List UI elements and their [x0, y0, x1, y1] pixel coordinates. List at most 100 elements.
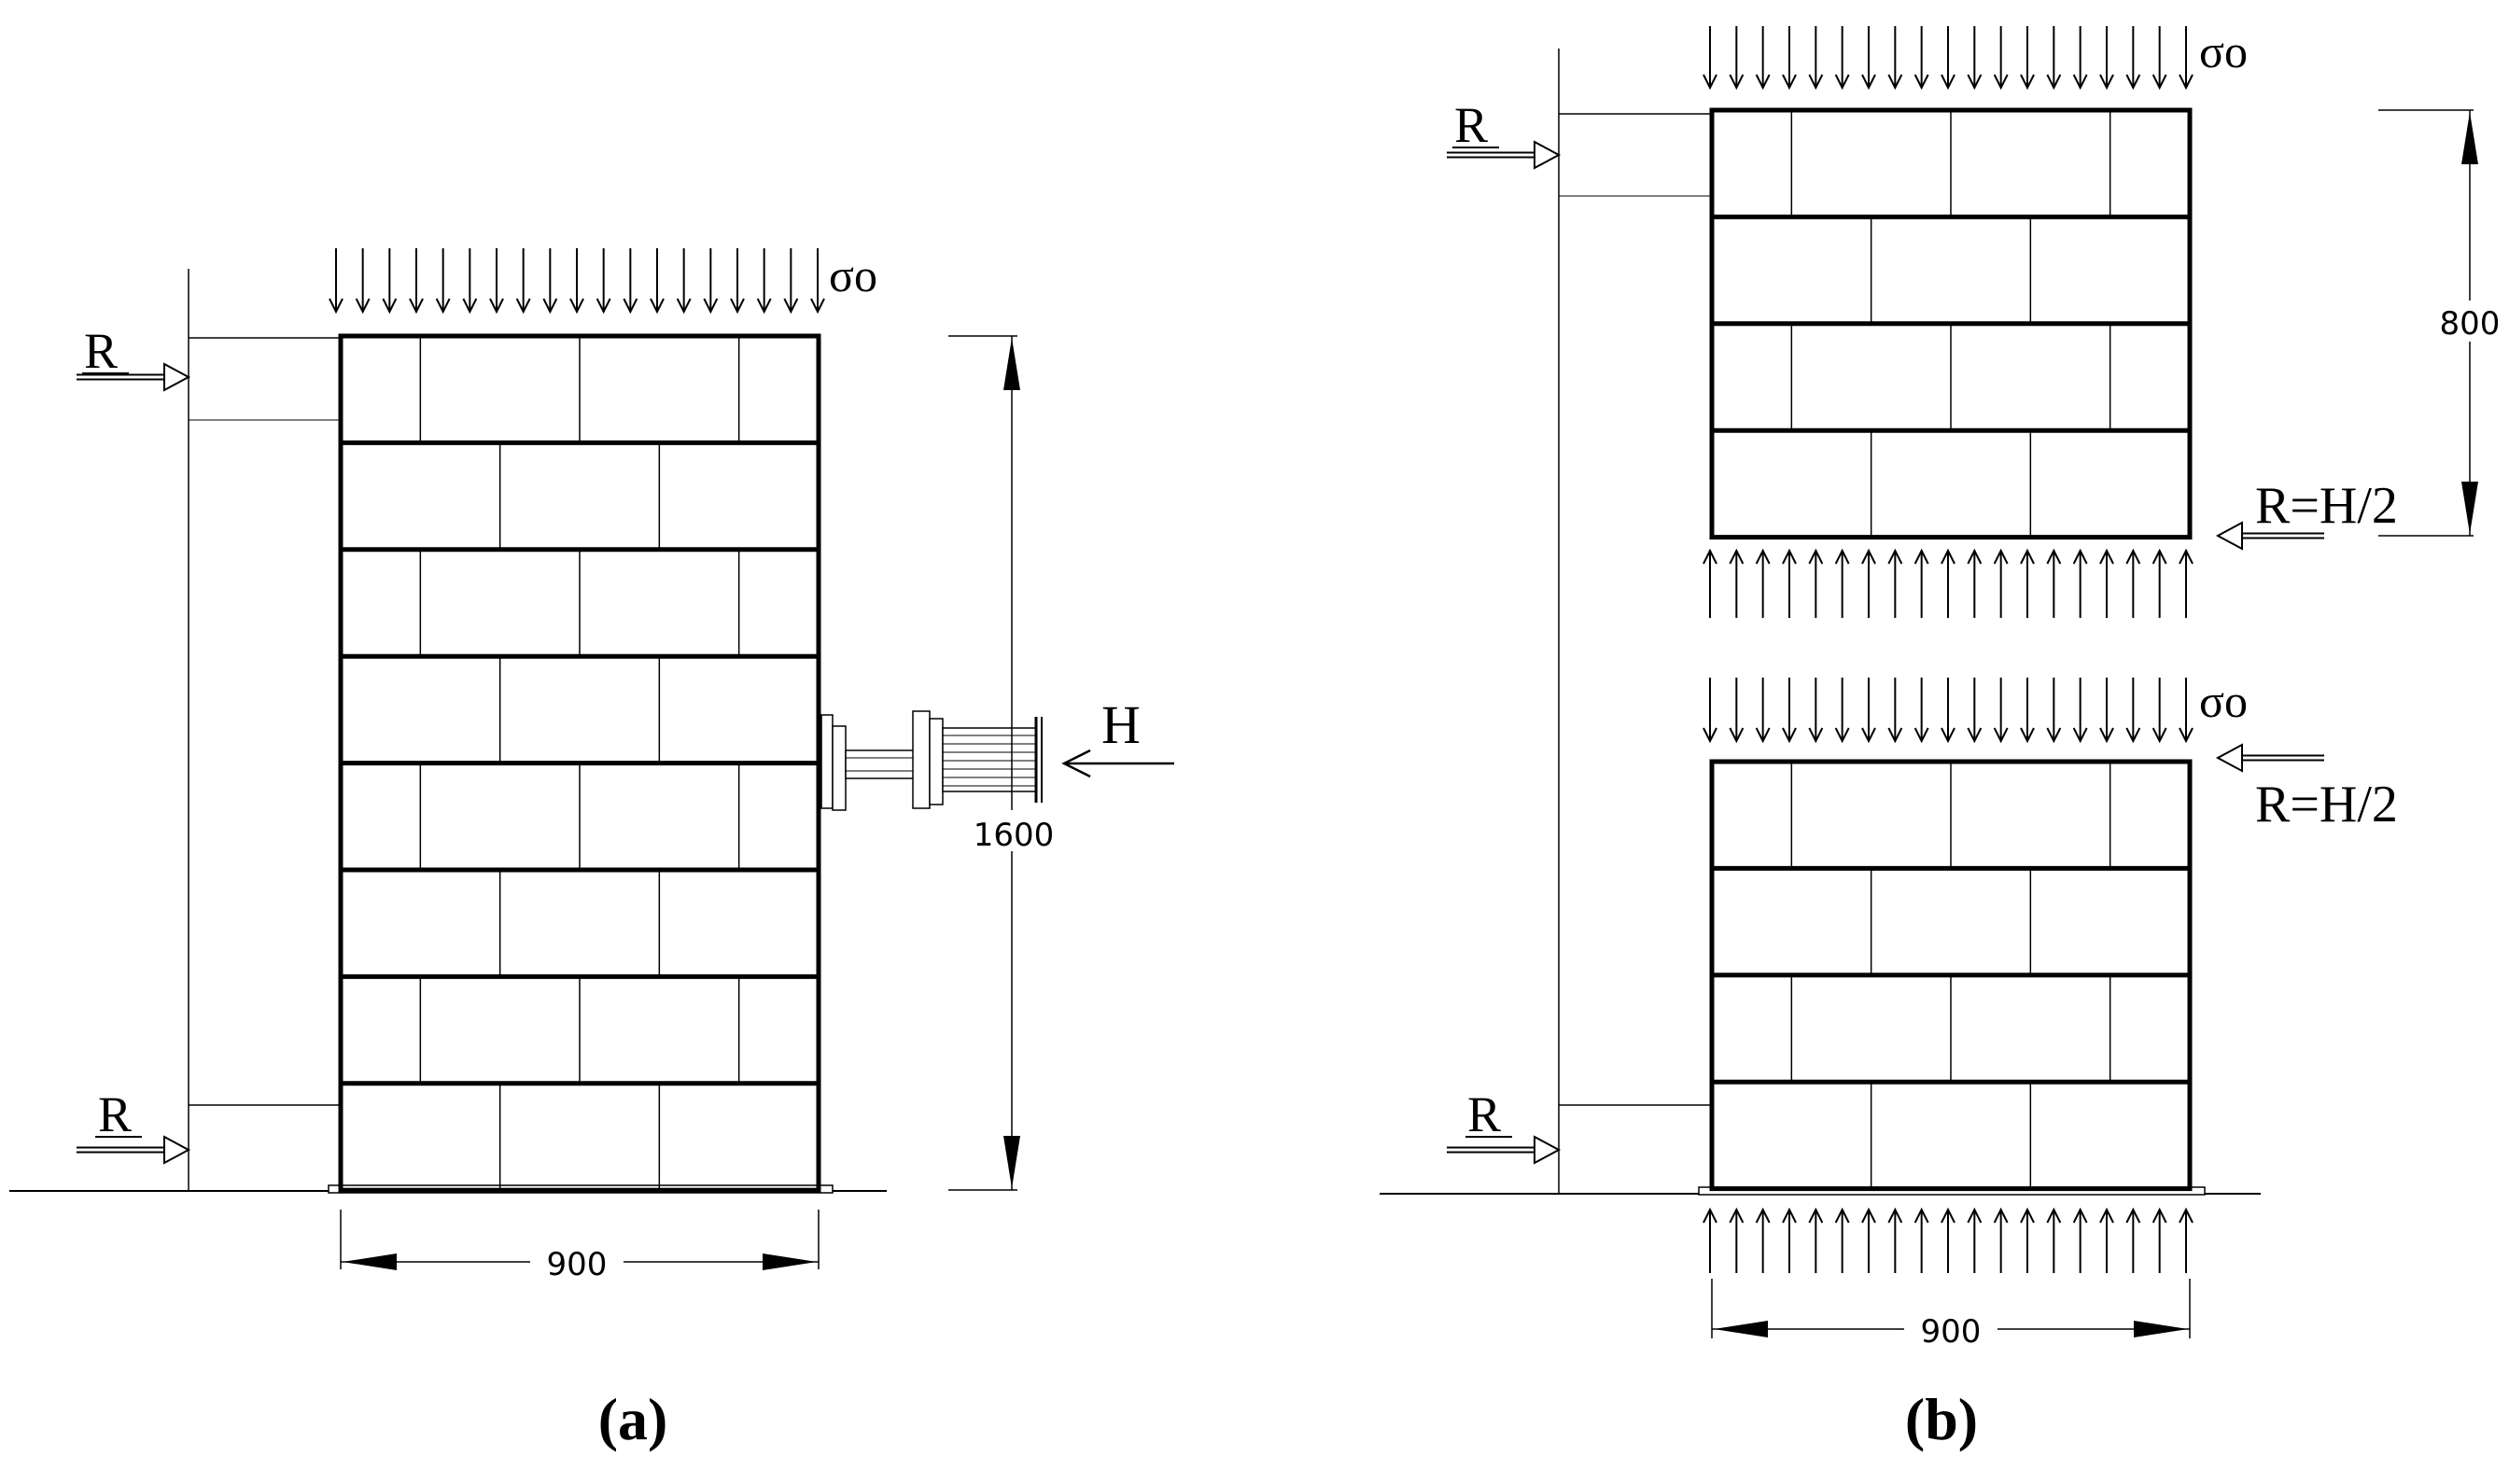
load-arrowhead [515, 298, 531, 315]
load-arrow [1061, 749, 1174, 778]
load-arrowhead [1808, 548, 1824, 565]
load-arrowhead [1941, 548, 1955, 565]
load-arrowhead [2046, 74, 2062, 91]
reaction-label-upper: R [1454, 97, 1488, 153]
load-arrowhead [2179, 74, 2194, 91]
load-arrowhead [1967, 548, 1983, 565]
reaction-arrow-upper [1447, 140, 1562, 170]
load-arrowhead [1834, 1207, 1850, 1224]
load-arrowhead [1703, 727, 1717, 744]
load-arrowhead [2152, 74, 2167, 91]
load-arrowhead [2020, 548, 2035, 565]
masonry-wall-b-upper [1709, 107, 2193, 540]
load-arrowhead [355, 298, 371, 315]
masonry-wall-b-lower [1709, 759, 2193, 1192]
load-arrowhead [810, 298, 825, 315]
load-arrowhead [1755, 727, 1771, 744]
load-arrowhead [2152, 1207, 2167, 1224]
load-arrowhead [623, 298, 638, 315]
reaction-label-top: R [84, 323, 118, 379]
distributed-load-arrows [329, 248, 825, 315]
load-arrowhead [1913, 548, 1929, 565]
load-arrowhead [1729, 74, 1745, 91]
load-arrowhead [2046, 727, 2062, 744]
stress-label: σo [829, 249, 877, 301]
load-arrowhead [2125, 727, 2141, 744]
load-arrowhead [1967, 727, 1983, 744]
load-arrowhead [2046, 1207, 2062, 1224]
load-arrowhead [1941, 1207, 1955, 1224]
load-arrowhead [703, 298, 719, 315]
load-label: H [1101, 694, 1141, 755]
height-dimension-label: 1600 [974, 817, 1055, 854]
load-arrowhead [1834, 727, 1850, 744]
load-arrowhead [1808, 727, 1824, 744]
load-arrowhead [1834, 548, 1850, 565]
load-arrowhead [1967, 1207, 1983, 1224]
load-arrowhead [1887, 74, 1903, 91]
dim-label-bg [967, 810, 1060, 851]
load-arrowhead [1703, 1207, 1717, 1224]
load-arrowhead [462, 298, 478, 315]
wall-outline [1709, 107, 2193, 540]
load-arrowhead [2099, 548, 2114, 565]
reaction-label-lower: R [1467, 1086, 1501, 1142]
load-arrowhead [1782, 1207, 1797, 1224]
load-arrowhead [2072, 727, 2088, 744]
hydraulic-actuator [820, 710, 1043, 811]
distributed-load-arrows [1703, 1207, 2194, 1273]
load-arrowhead [1887, 1207, 1903, 1224]
reaction-label-bottom: R [98, 1086, 132, 1142]
load-arrowhead [1861, 74, 1876, 91]
load-arrowhead [2072, 74, 2088, 91]
reaction-arrow-top [77, 362, 191, 392]
load-arrowhead [1941, 727, 1955, 744]
load-arrowhead [1808, 74, 1824, 91]
load-arrowhead [2072, 1207, 2088, 1224]
load-arrowhead [1755, 548, 1771, 565]
reaction-arrow-bottom [77, 1135, 191, 1165]
load-arrowhead [2179, 548, 2194, 565]
load-arrowhead [1782, 548, 1797, 565]
load-arrowhead [1834, 74, 1850, 91]
width-dimension-label: 900 [1921, 1313, 1982, 1351]
load-arrowhead [756, 298, 772, 315]
caption-a: (a) [598, 1386, 668, 1452]
load-arrowhead [2179, 1207, 2194, 1224]
stress-label-lower: σo [2199, 675, 2248, 727]
load-arrowhead [2152, 727, 2167, 744]
figure-a: σo R R H [9, 248, 1174, 1452]
load-arrowhead [1887, 548, 1903, 565]
load-arrowhead [1703, 74, 1717, 91]
load-arrowhead [1887, 727, 1903, 744]
stress-label-upper: σo [2199, 25, 2248, 77]
load-arrowhead [489, 298, 504, 315]
load-arrowhead [1755, 74, 1771, 91]
width-dimension-label: 900 [547, 1246, 608, 1283]
load-arrowhead [1703, 548, 1717, 565]
reaction-arrow-right-lower [2215, 743, 2324, 773]
load-arrowhead [1808, 1207, 1824, 1224]
load-arrowhead [2020, 1207, 2035, 1224]
caption-b: (b) [1905, 1386, 1978, 1452]
load-arrowhead [329, 298, 343, 315]
reaction-arrow-lower [1447, 1135, 1562, 1165]
load-arrowhead [1913, 74, 1929, 91]
distributed-load-arrows [1703, 678, 2194, 744]
load-arrowhead [676, 298, 692, 315]
wall-outline [1709, 759, 2193, 1192]
load-arrowhead [1755, 1207, 1771, 1224]
load-arrowhead [1967, 74, 1983, 91]
load-arrowhead [2099, 727, 2114, 744]
load-arrowhead [596, 298, 611, 315]
load-arrowhead [1993, 548, 2009, 565]
load-arrowhead [1913, 1207, 1929, 1224]
load-arrowhead [1729, 548, 1745, 565]
height-dimension-label: 800 [2440, 305, 2501, 343]
load-arrowhead [1993, 74, 2009, 91]
height-dimension [948, 335, 1020, 1191]
distributed-load-arrows [1703, 26, 2194, 91]
load-arrowhead [2020, 74, 2035, 91]
masonry-wall-a [338, 333, 821, 1193]
load-arrowhead [1861, 727, 1876, 744]
